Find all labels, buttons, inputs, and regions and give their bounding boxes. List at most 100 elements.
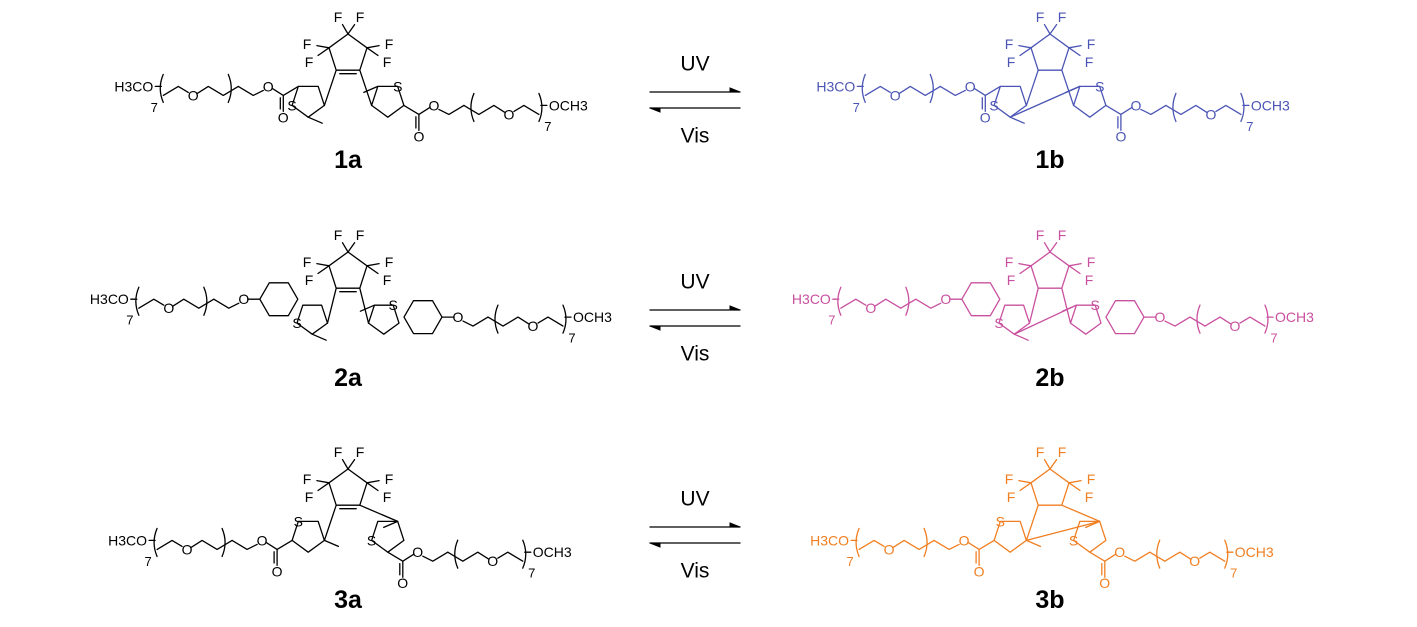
reverse-arrow-head — [649, 542, 661, 548]
repeat-bracket — [159, 73, 164, 104]
repeat-count: 7 — [151, 100, 158, 115]
repeat-bracket — [135, 286, 140, 316]
repeat-bracket — [837, 286, 842, 316]
repeat-unit-bond — [858, 539, 885, 551]
thiophene-ring-right — [1069, 304, 1102, 335]
repeat-unit-bond — [172, 298, 215, 309]
sulfur-atom-left: S — [994, 315, 1003, 331]
fluorine-atom: F — [383, 272, 392, 288]
repeat-bracket — [454, 539, 459, 569]
methoxy-terminal-left: H3CO — [108, 532, 147, 548]
reverse-arrow-head — [649, 107, 661, 113]
repeat-bracket — [905, 286, 910, 316]
ether-oxygen: O — [238, 291, 249, 307]
repeat-count: 7 — [544, 119, 551, 134]
aryl-bond — [359, 504, 399, 523]
benzene-ring-right — [403, 300, 443, 335]
methoxy-terminal-right: OCH3 — [549, 97, 588, 113]
cf-bond — [1043, 242, 1051, 253]
repeat-unit-bond — [497, 551, 524, 562]
cf-bond — [347, 23, 356, 35]
compound-label-2b: 2b — [1035, 364, 1064, 392]
thiophene-ring-left — [993, 85, 1028, 118]
aryl-bond — [1061, 504, 1101, 523]
carbonyl-oxygen: O — [1099, 575, 1110, 591]
repeat-bracket — [538, 92, 543, 123]
sulfur-atom-right: S — [367, 532, 376, 548]
cf-bond — [341, 23, 349, 35]
fluorine-atom: F — [1087, 36, 1096, 52]
benzene-ring-left — [961, 282, 1001, 317]
cyclopentene-ring — [328, 33, 368, 71]
cf-bond — [1018, 262, 1032, 267]
compound-label-1a: 1a — [334, 146, 363, 174]
methyl-bond — [311, 333, 327, 341]
ester-oxygen: O — [1130, 97, 1141, 113]
carbonyl-oxygen: O — [278, 109, 289, 125]
methoxy-terminal-left: H3CO — [792, 291, 831, 307]
forward-arrow-head — [729, 87, 741, 93]
carbonyl-oxygen: O — [1115, 128, 1126, 144]
fluorine-atom: F — [385, 254, 394, 270]
sulfur-atom-right: S — [1095, 78, 1104, 94]
repeat-unit-bond — [513, 104, 540, 116]
peg-oxygen: O — [1189, 553, 1200, 569]
repeat-bracket — [203, 286, 208, 316]
repeat-bracket — [855, 527, 860, 558]
cyclopentene-ring — [1030, 468, 1070, 506]
carbonyl-oxygen: O — [272, 563, 283, 579]
cf-bond — [366, 482, 379, 492]
repeat-count: 7 — [528, 566, 535, 581]
cf-bond — [1019, 47, 1032, 57]
repeat-bracket — [929, 73, 934, 104]
methoxy-terminal-right: OCH3 — [573, 309, 612, 325]
thiophene-ring-left — [296, 304, 329, 335]
repeat-unit-bond — [156, 539, 183, 551]
cyclopentene-ring — [328, 468, 368, 506]
repeat-unit-bond — [1199, 551, 1226, 562]
forward-arrow-head — [729, 305, 741, 311]
repeat-count: 7 — [126, 313, 133, 328]
repeat-count: 7 — [568, 331, 575, 346]
uv-label: UV — [680, 271, 709, 294]
sulfur-atom-left: S — [989, 97, 998, 113]
ring-closure-bond — [1009, 85, 1081, 118]
repeat-unit-bond — [874, 298, 917, 309]
repeat-unit-bond — [447, 551, 490, 562]
repeat-bracket — [1156, 539, 1161, 569]
repeat-bracket — [1224, 539, 1229, 569]
ester-bond — [387, 551, 415, 562]
compound-label-2a: 2a — [334, 364, 363, 392]
repeat-bracket — [227, 73, 232, 104]
ethylene-bond — [933, 539, 960, 551]
peg-oxygen: O — [503, 106, 514, 122]
fluorine-atom: F — [1058, 227, 1067, 243]
sulfur-atom-right: S — [388, 297, 397, 313]
repeat-unit-bond — [537, 316, 564, 327]
cf-bond — [317, 482, 330, 492]
fluorine-atom: F — [356, 227, 365, 243]
cyclopentene-ring — [328, 251, 368, 289]
compound-label-3b: 3b — [1035, 586, 1064, 614]
repeat-bracket — [153, 527, 158, 558]
fluorine-atom: F — [1058, 9, 1067, 25]
cf-bond — [1019, 265, 1032, 275]
cf-bond — [347, 242, 356, 253]
ethylene-bond — [939, 85, 966, 97]
repeat-count: 7 — [846, 554, 853, 569]
sulfur-atom-left: S — [294, 513, 303, 529]
repeat-unit-bond — [840, 298, 867, 309]
fluorine-atom: F — [1085, 489, 1094, 505]
ester-oxygen: O — [257, 532, 268, 548]
cf-bond — [316, 479, 330, 484]
cf-bond — [366, 265, 379, 275]
fluorine-atom: F — [1085, 272, 1094, 288]
sulfur-atom-left: S — [287, 97, 296, 113]
ethylene-bond — [1164, 316, 1191, 327]
thiophene-ring-left — [291, 520, 326, 553]
